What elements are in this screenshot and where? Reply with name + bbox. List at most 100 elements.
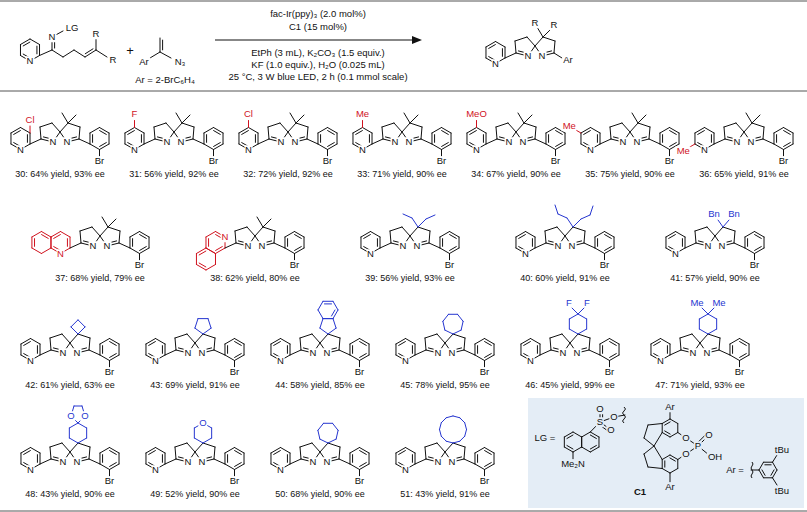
bond-line <box>610 339 620 345</box>
atom-label: N <box>524 51 533 61</box>
bond-line <box>546 128 556 134</box>
bond-line <box>199 263 206 267</box>
bond-line <box>755 248 765 254</box>
bond-line <box>328 144 338 150</box>
bond-line <box>78 327 85 334</box>
bond-line <box>740 354 747 358</box>
bond-line <box>227 455 228 463</box>
bond-line <box>255 227 263 236</box>
substituent-label: R <box>550 20 559 30</box>
wavy-bond <box>623 407 626 423</box>
bond-line <box>404 113 410 123</box>
bond-line <box>369 453 370 464</box>
bond-line <box>540 344 541 355</box>
condition-text: KF (1.0 equiv.), H₂O (0.025 mL) <box>251 60 384 70</box>
atom-label: N <box>718 241 727 251</box>
atom-label: Br <box>436 156 448 166</box>
bond-line <box>360 355 370 361</box>
bond-line <box>662 424 663 433</box>
bond-line <box>110 339 120 345</box>
bond-line <box>109 133 110 144</box>
bond-line <box>100 355 110 361</box>
bond-line <box>203 133 204 144</box>
bond-line <box>290 459 301 464</box>
atom-label: Br <box>734 367 746 377</box>
bond-line <box>654 446 662 460</box>
bond-line <box>446 441 453 443</box>
bond-line <box>350 464 360 470</box>
bond-line <box>360 463 367 467</box>
bond-line <box>70 334 78 343</box>
bond-line <box>108 219 116 227</box>
bond-line <box>124 133 125 144</box>
atom-label: N <box>586 145 595 155</box>
yield-caption: 44: 58% yield, 85% ee <box>275 381 365 390</box>
bond-line <box>581 437 582 447</box>
bond-line <box>660 144 670 150</box>
bond-line <box>380 243 391 248</box>
bond-line <box>235 339 245 345</box>
bond-line <box>445 334 453 343</box>
bond-line <box>263 227 275 231</box>
bond-line <box>464 338 465 350</box>
atom-label: N <box>448 348 457 358</box>
substituent-label: Me <box>355 109 370 119</box>
bond-line <box>662 455 670 460</box>
bond-line <box>719 338 720 350</box>
bond-line <box>318 310 323 319</box>
bond-line <box>78 423 87 428</box>
bond-line <box>467 128 477 134</box>
bond-line <box>581 215 590 219</box>
bond-line <box>724 127 725 139</box>
bond-line <box>320 439 328 443</box>
bond-line <box>323 301 333 302</box>
atom-label: N <box>291 137 300 147</box>
bond-line <box>644 438 654 446</box>
bond-line <box>443 321 445 330</box>
bond-line <box>453 330 461 334</box>
substituent-label: R <box>92 29 101 39</box>
atom-label: N <box>184 348 193 358</box>
bond-line <box>270 344 271 355</box>
substituent-label: F <box>583 298 591 308</box>
bond-line <box>670 131 677 135</box>
bond-line <box>666 232 676 238</box>
bond-line <box>39 45 40 56</box>
bond-line <box>149 342 156 346</box>
atom-label: N <box>391 137 400 147</box>
bond-line <box>651 339 661 345</box>
bond-line <box>679 133 680 144</box>
bond-line <box>459 237 460 248</box>
atom-label: N <box>703 348 712 358</box>
bond-line <box>425 443 437 447</box>
bond-line <box>328 131 335 135</box>
bond-line <box>318 301 323 310</box>
bond-line <box>418 219 426 227</box>
atom-label: O <box>681 433 690 443</box>
bond-line <box>78 334 90 338</box>
bond-line <box>369 135 370 143</box>
bond-line <box>193 139 204 144</box>
bond-line <box>543 29 551 37</box>
bond-line <box>550 334 562 338</box>
bond-line <box>362 121 363 128</box>
bond-line <box>295 248 305 254</box>
bond-line <box>555 205 558 214</box>
bond-line <box>557 227 565 236</box>
bond-line <box>268 127 269 139</box>
bond-line <box>119 344 120 355</box>
bond-line <box>70 443 78 452</box>
bond-line <box>281 448 291 454</box>
bond-line <box>312 334 320 343</box>
bond-line <box>660 128 670 134</box>
atom-label: N <box>73 457 82 467</box>
bond-line <box>476 121 477 128</box>
bond-line <box>432 144 442 150</box>
bond-line <box>440 248 450 254</box>
bond-line <box>280 123 288 132</box>
condition-text: EtPh (3 mL), K₂CO₃ (1.5 equiv.) <box>251 48 385 58</box>
bond-line <box>96 38 97 50</box>
bond-line <box>295 247 302 251</box>
atom-label: N <box>573 348 582 358</box>
bond-line <box>535 37 543 46</box>
